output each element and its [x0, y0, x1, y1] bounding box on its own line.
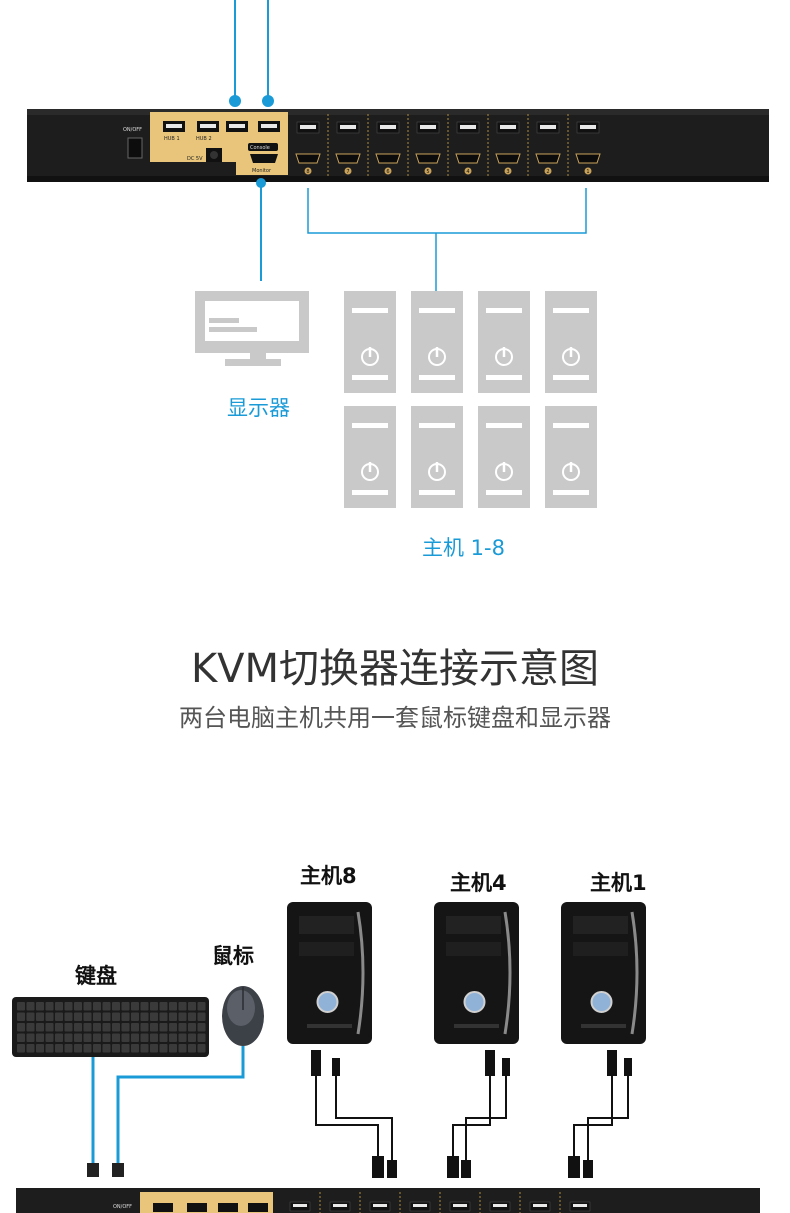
- monitor-icon: [195, 291, 309, 366]
- bottom-power-label: ON/OFF: [113, 1204, 132, 1210]
- host-icon-grid: [344, 291, 597, 508]
- host-icon: [344, 291, 396, 393]
- pc-towers: [287, 902, 646, 1044]
- pc-tower: [434, 902, 519, 1044]
- kvm-switch-device: ON/OFF HUB 1 HUB 2 DC 5V Console Monitor…: [27, 109, 769, 182]
- port-number-6: 6: [386, 169, 389, 175]
- page-title: KVM切换器连接示意图: [190, 646, 600, 692]
- kvm-switch-device-bottom: ON/OFF: [16, 1188, 760, 1213]
- power-switch-label: ON/OFF: [123, 127, 142, 133]
- hosts-label: 主机 1-8: [422, 536, 505, 560]
- host-label-1: 主机1: [590, 871, 647, 895]
- host-label-8: 主机8: [300, 864, 357, 888]
- host-port-4: 4: [447, 114, 481, 176]
- host-port-8: 8: [295, 121, 321, 175]
- mouse-cable: [116, 1046, 245, 1170]
- keyboard-cable-dot: [229, 95, 241, 107]
- power-in-label: DC 5V: [187, 156, 203, 162]
- host-port-3: 3: [487, 114, 521, 176]
- host-icon: [545, 291, 597, 393]
- host-bracket: [307, 188, 587, 234]
- keyboard-usb-plug: [87, 1163, 99, 1177]
- hub1-label: HUB 1: [164, 136, 180, 142]
- hub2-label: HUB 2: [196, 136, 212, 142]
- monitor-port-label: Monitor: [252, 168, 272, 174]
- port-number-5: 5: [426, 169, 429, 175]
- host-icon: [411, 291, 463, 393]
- port-number-3: 3: [506, 169, 509, 175]
- host-cable-pair: [447, 1050, 510, 1178]
- bottom-connection-diagram: ON/OFF: [12, 902, 760, 1213]
- top-connection-diagram: ON/OFF HUB 1 HUB 2 DC 5V Console Monitor…: [27, 0, 769, 508]
- port-number-7: 7: [346, 169, 349, 175]
- host-port-1: 1: [567, 114, 601, 176]
- mouse-label: 鼠标: [212, 944, 254, 968]
- console-label: Console: [250, 145, 270, 151]
- host-icon: [411, 406, 463, 508]
- host-port-7: 7: [327, 114, 361, 176]
- keyboard-icon: [12, 997, 209, 1057]
- page-subtitle: 两台电脑主机共用一套鼠标键盘和显示器: [179, 704, 611, 732]
- port-number-4: 4: [466, 169, 469, 175]
- host-cables: [311, 1050, 632, 1178]
- host-port-2: 2: [527, 114, 561, 176]
- host-icon: [344, 406, 396, 508]
- port-number-8: 8: [306, 169, 309, 175]
- mouse-icon: [222, 986, 264, 1046]
- host-label-4: 主机4: [450, 871, 507, 895]
- keyboard-label: 键盘: [75, 964, 117, 988]
- mouse-usb-plug: [112, 1163, 124, 1177]
- host-cable-pair: [568, 1050, 632, 1178]
- pc-tower: [287, 902, 372, 1044]
- mouse-cable-dot: [262, 95, 274, 107]
- power-switch: [127, 137, 143, 159]
- host-port-6: 6: [367, 114, 401, 176]
- port-number-2: 2: [546, 169, 549, 175]
- port-number-1: 1: [586, 169, 589, 175]
- host-icon: [545, 406, 597, 508]
- host-icon: [478, 291, 530, 393]
- host-port-columns: 8 7 6 5 4 3 2 1: [295, 114, 601, 176]
- host-port-5: 5: [407, 114, 441, 176]
- pc-tower: [561, 902, 646, 1044]
- host-cable-pair: [311, 1050, 397, 1178]
- host-icon: [478, 406, 530, 508]
- monitor-label: 显示器: [227, 396, 290, 420]
